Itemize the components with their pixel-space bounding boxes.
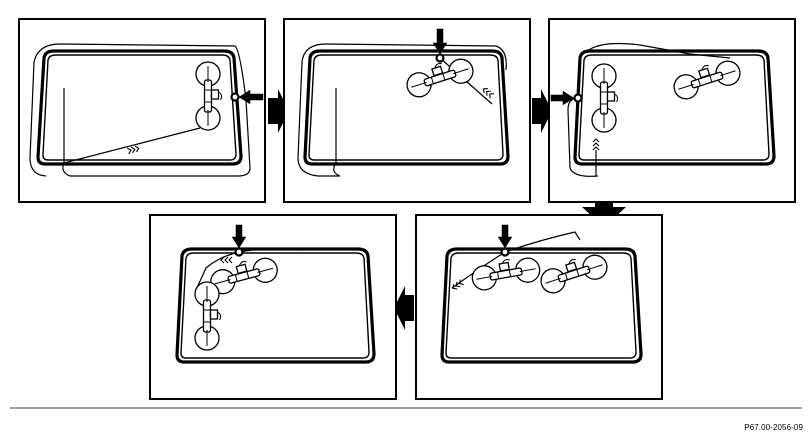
step-5-windshield-edge	[180, 252, 370, 359]
flow-arrow-4-to-5	[394, 286, 414, 330]
step-3-pull-point	[573, 93, 583, 103]
step-4-frame	[415, 214, 663, 400]
step-2-panel	[283, 18, 531, 203]
step-1-panel	[18, 18, 266, 203]
step-4-panel	[415, 214, 663, 400]
step-5-pull-point	[234, 247, 244, 257]
figure-reference-code: P67.00-2056-09	[744, 423, 803, 432]
step-3-panel	[548, 18, 796, 203]
flow-arrow-1-to-2	[268, 89, 289, 133]
step-5-panel	[149, 214, 397, 400]
step-3-pull-arrow	[550, 90, 575, 106]
step-4-pull-arrow	[497, 224, 513, 249]
step-5-frame	[149, 214, 397, 400]
step-1-windshield	[36, 49, 243, 166]
step-4-pull-point	[500, 247, 510, 257]
step-3-windshield-edge	[578, 54, 770, 161]
step-2-windshield	[303, 49, 510, 166]
step-3-frame	[548, 18, 796, 203]
step-4-windshield	[440, 247, 643, 364]
step-2-windshield-edge	[308, 54, 504, 161]
step-2-pull-point	[435, 53, 445, 63]
step-5-pull-arrow	[231, 224, 247, 249]
step-1-cutting-wire	[29, 43, 251, 177]
step-4-windshield-edge	[445, 252, 637, 359]
step-1-pull-point	[230, 92, 240, 102]
step-3-cutting-wire	[567, 42, 731, 177]
step-5-windshield	[175, 247, 376, 364]
step-1-pull-arrow	[238, 89, 264, 105]
step-2-pull-arrow	[432, 28, 448, 55]
step-1-windshield-edge	[42, 54, 237, 161]
flow-arrow-2-to-3	[532, 89, 552, 133]
